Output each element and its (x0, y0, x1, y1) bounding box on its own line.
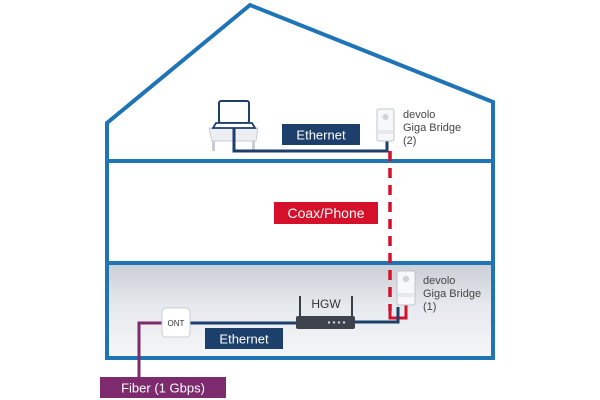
ethernet-badge-bottom (205, 328, 283, 349)
laptop-icon (208, 100, 259, 151)
ont-device (161, 307, 191, 338)
giga-bridge-2-device (376, 108, 395, 142)
ethernet-label-top: Ethernet (296, 128, 346, 143)
giga-bridge-1-label-line3: (1) (423, 301, 436, 313)
giga-bridge-1-device (396, 270, 416, 306)
giga-bridge-2-label-line1: devolo (403, 109, 435, 121)
giga-bridge-2-label: devolo Giga Bridge (2) (403, 109, 461, 147)
fiber-label: Fiber (1 Gbps) (121, 381, 205, 396)
coax-phone-badge (274, 202, 378, 224)
giga-bridge-1-label-line1: devolo (423, 275, 455, 287)
giga-bridge-2-label-line2: Giga Bridge (403, 122, 461, 134)
coax-phone-label: Coax/Phone (287, 205, 364, 221)
fiber-cable (137, 321, 165, 380)
ont-label: ONT (168, 319, 185, 328)
giga-bridge-2-label-line3: (2) (403, 135, 416, 147)
ethernet-label-bottom: Ethernet (219, 332, 269, 347)
ethernet-cable-hgw-bridge (354, 307, 400, 324)
fiber-badge (100, 377, 226, 398)
hgw-label: HGW (311, 297, 341, 311)
giga-bridge-1-label-line2: Giga Bridge (423, 288, 481, 300)
giga-bridge-1-label: devolo Giga Bridge (1) (423, 275, 481, 313)
house-outline (105, 2, 495, 360)
hgw-router-device (296, 296, 355, 329)
ethernet-badge-top (282, 124, 360, 145)
ethernet-cable-top (232, 128, 389, 153)
